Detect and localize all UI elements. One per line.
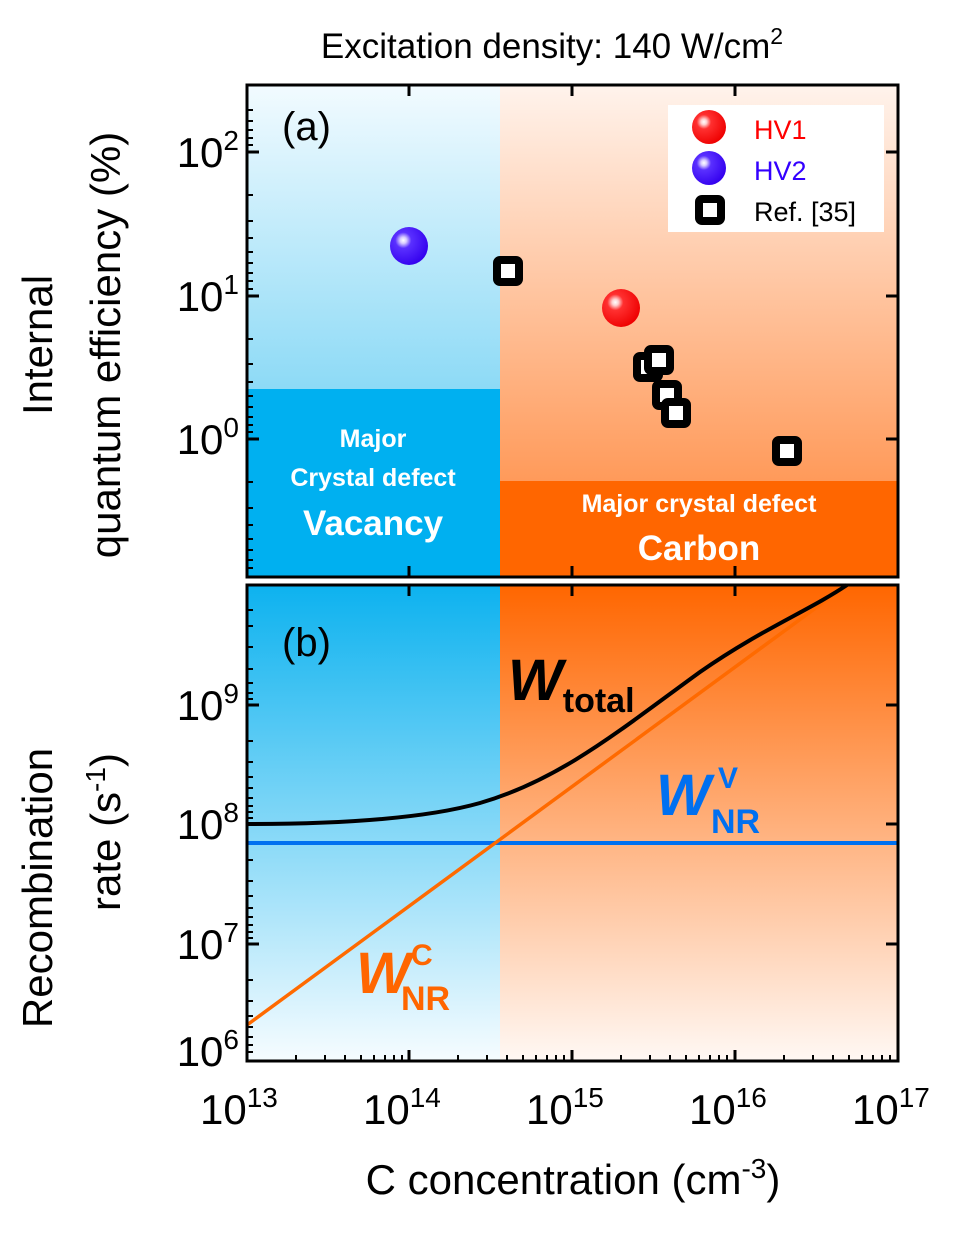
svg-text:109: 109: [177, 678, 239, 729]
legend-hv1: HV1: [754, 115, 807, 145]
hv2-data-point: [390, 227, 428, 265]
panel-b-frame: [245, 583, 900, 1063]
panel-b-ticks: [247, 585, 898, 1061]
vacancy-region: [247, 389, 500, 577]
panel-a-label: (a): [282, 105, 331, 149]
hv1-legend-marker-icon: [692, 110, 726, 144]
vacancy-label-line1: Major: [340, 425, 407, 453]
carbon-region-b: [500, 585, 898, 1061]
panel-a-ylabel-line1: Internal: [14, 275, 61, 415]
carbon-label-line1: Major crystal defect: [582, 490, 817, 518]
svg-text:108: 108: [177, 797, 239, 848]
wtotal-curve: [246, 583, 849, 826]
svg-text:100: 100: [177, 412, 239, 463]
svg-text:107: 107: [177, 917, 239, 968]
svg-text:102: 102: [177, 125, 239, 176]
x-axis-label: C concentration (cm-3): [366, 1153, 781, 1203]
vacancy-gradient-region: [247, 85, 500, 389]
legend: HV1 HV2 Ref. [35]: [668, 105, 884, 232]
carbon-label-line2: Carbon: [638, 529, 761, 568]
wnrc-label: WNRC: [356, 939, 450, 1018]
panel-a-ticks: [247, 85, 898, 577]
hv2-legend-marker-icon: [692, 151, 726, 185]
svg-text:1016: 1016: [689, 1082, 767, 1133]
wnrc-line: [245, 583, 849, 1027]
svg-text:1015: 1015: [526, 1082, 604, 1133]
panel-a-ylabel-line2: quantum efficiency (%): [82, 132, 129, 558]
panel-a: Major Crystal defect Vacancy Major cryst…: [14, 83, 900, 579]
ref-legend-marker-icon: [695, 195, 725, 225]
figure-title: Excitation density: 140 W/cm2: [321, 23, 783, 66]
vacancy-label-line3: Vacancy: [303, 504, 444, 543]
panel-b-ylabel-line2: rate (s-1): [80, 753, 129, 911]
svg-text:1014: 1014: [363, 1082, 441, 1133]
svg-text:1013: 1013: [200, 1082, 278, 1133]
panel-b-ylabel-line1: Recombination: [14, 748, 61, 1028]
vacancy-label-line2: Crystal defect: [290, 464, 456, 492]
hv1-data-point: [602, 289, 640, 327]
svg-text:106: 106: [177, 1024, 239, 1075]
panel-a-y-tick-labels: 102 101 100: [177, 125, 239, 463]
legend-ref: Ref. [35]: [754, 197, 856, 227]
ref35-markers: [493, 256, 802, 466]
panel-b: (b) Wtotal WNRV WNRC: [14, 583, 900, 1075]
panel-a-frame: [245, 83, 900, 579]
svg-text:101: 101: [177, 269, 239, 320]
carbon-region: [500, 481, 898, 577]
panel-b-label: (b): [282, 621, 331, 665]
wtotal-label: Wtotal: [508, 648, 635, 720]
panel-b-y-tick-labels: 109 108 107 106: [177, 678, 239, 1075]
x-tick-labels: 1013 1014 1015 1016 1017: [200, 1082, 930, 1133]
wnrv-label: WNRV: [656, 762, 760, 841]
legend-hv2: HV2: [754, 156, 807, 186]
svg-text:1017: 1017: [852, 1082, 930, 1133]
